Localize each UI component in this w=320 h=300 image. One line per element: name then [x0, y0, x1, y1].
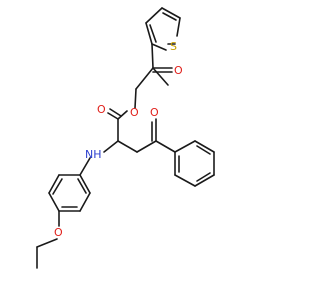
- backbone: [103, 118, 176, 153]
- ether-oxygen-label: O: [54, 226, 63, 239]
- ester-carbonyl-oxygen-label: O: [97, 103, 106, 116]
- ketone-upper: [151, 43, 173, 86]
- ester-oxygen-label: O: [130, 106, 139, 119]
- ester-linker: [134, 67, 154, 109]
- amine-nh-label: NH: [85, 148, 102, 161]
- sulfur-atom-label: S: [170, 40, 177, 53]
- ethoxy-group: [36, 210, 60, 269]
- ester-group: [107, 108, 128, 142]
- aniline-ring: [48, 157, 91, 212]
- molecule-canvas: S O O O NH O O: [36, 7, 215, 269]
- ketone-oxygen-upper-label: O: [174, 64, 183, 77]
- molecule-structure: S O O O NH O O: [36, 7, 215, 269]
- thiophene-ring: [145, 7, 181, 51]
- ketone-oxygen-lower-label: O: [150, 106, 159, 119]
- phenyl-ring: [174, 140, 215, 187]
